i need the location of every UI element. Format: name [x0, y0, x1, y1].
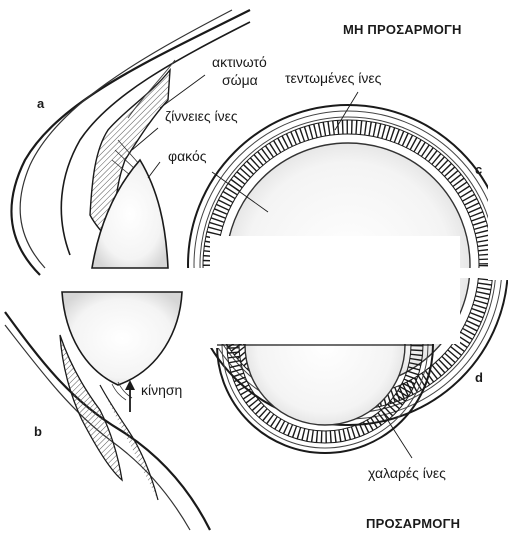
panel-a-eye-section	[11, 10, 250, 275]
panel-b-eye-section	[5, 292, 210, 530]
panel-letter-c: c	[475, 162, 482, 177]
label-taut-fibers: τεντωμένες ίνες	[285, 70, 381, 86]
label-slack-fibers: χαλαρές ίνες	[368, 465, 446, 481]
label-zonular-fibers: ζίννειες ίνες	[165, 108, 238, 124]
panel-letter-d: d	[475, 370, 483, 385]
lens-b	[62, 292, 182, 385]
panel-letter-b: b	[34, 424, 42, 439]
movement-arrow	[125, 380, 135, 412]
label-lens: φακός	[168, 148, 207, 164]
label-movement: κίνηση	[141, 382, 182, 398]
label-ciliary-body-line2: σώμα	[222, 72, 258, 88]
heading-unaccommodated: ΜΗ ΠΡΟΣΑΡΜΟΓΗ	[343, 22, 462, 37]
panel-letter-a: a	[37, 96, 44, 111]
label-ciliary-body-line1: ακτινωτό	[212, 54, 267, 70]
heading-accommodated: ΠΡΟΣΑΡΜΟΓΗ	[366, 516, 460, 531]
